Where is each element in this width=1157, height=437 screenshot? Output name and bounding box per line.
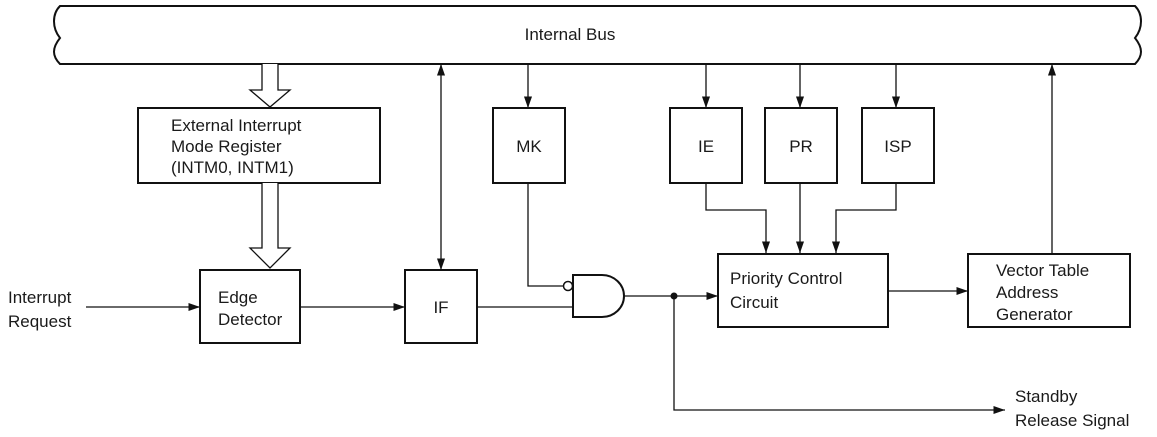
mk-label: MK xyxy=(516,137,542,156)
mk-block: MK xyxy=(492,107,566,184)
intm-register-block: External Interrupt Mode Register (INTM0,… xyxy=(137,107,381,184)
internal-bus: Internal Bus xyxy=(53,5,1142,65)
edge-detector-block: Edge Detector xyxy=(199,269,301,344)
isp-label: ISP xyxy=(884,137,911,156)
ie-label: IE xyxy=(698,137,714,156)
vector-line-3: Generator xyxy=(996,305,1073,324)
standby-release-wire xyxy=(673,296,1005,415)
vector-table-block: Vector Table Address Generator xyxy=(967,253,1131,328)
vector-line-1: Vector Table xyxy=(996,261,1089,280)
priority-control-block: Priority Control Circuit xyxy=(717,253,889,328)
and-gate xyxy=(562,274,625,318)
bus-to-intm-arrow xyxy=(248,64,292,108)
inverting-bubble xyxy=(562,280,574,292)
pr-label: PR xyxy=(789,137,813,156)
internal-bus-label: Internal Bus xyxy=(525,25,616,44)
intm-line-3: (INTM0, INTM1) xyxy=(171,158,294,177)
ie-to-priority-wire xyxy=(705,183,771,253)
if-label: IF xyxy=(433,298,448,317)
intm-line-2: Mode Register xyxy=(171,137,282,156)
if-block: IF xyxy=(404,269,478,344)
priority-line-1: Priority Control xyxy=(730,269,842,288)
edge-line-2: Detector xyxy=(218,310,283,329)
standby-line-1: Standby xyxy=(1015,387,1078,406)
interrupt-request-line-2: Request xyxy=(8,312,72,331)
vector-line-2: Address xyxy=(996,283,1058,302)
interrupt-request-line-1: Interrupt xyxy=(8,288,72,307)
edge-line-1: Edge xyxy=(218,288,258,307)
intm-to-edge-arrow xyxy=(248,183,292,269)
standby-line-2: Release Signal xyxy=(1015,411,1129,430)
ie-block: IE xyxy=(669,107,743,184)
pr-block: PR xyxy=(764,107,838,184)
isp-block: ISP xyxy=(861,107,935,184)
intm-line-1: External Interrupt xyxy=(171,116,302,135)
mk-to-gate-wire xyxy=(527,183,564,287)
isp-to-priority-wire xyxy=(831,183,897,253)
priority-line-2: Circuit xyxy=(730,293,778,312)
